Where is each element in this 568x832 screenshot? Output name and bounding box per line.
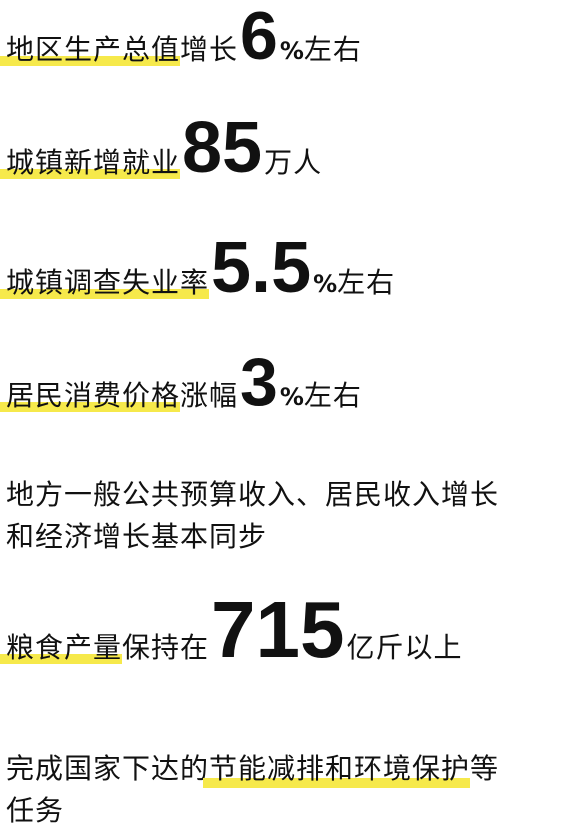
- target-cpi: 居民消费价格 涨幅 3 % 左右: [0, 344, 568, 420]
- employment-label-highlight: 城镇新增就业: [0, 141, 181, 181]
- energy-text-post: 等: [470, 752, 500, 785]
- target-grain: 粮食产量 保持在 715 亿斤以上: [0, 585, 568, 674]
- target-unemployment: 城镇调查失业率 5.5 % 左右: [0, 228, 568, 308]
- cpi-value: 3: [240, 344, 278, 420]
- gdp-label-rest: 增长: [180, 33, 239, 66]
- target-gdp: 地区生产总值 增长 6 % 左右: [0, 0, 568, 74]
- employment-value: 85: [182, 108, 263, 188]
- energy-text-highlight: 节能减排和环境保护: [203, 748, 471, 790]
- cpi-suffix: 左右: [303, 379, 362, 412]
- income-line-2: 和经济增长基本同步: [6, 520, 268, 553]
- cpi-label-highlight: 居民消费价格: [0, 374, 181, 414]
- unemployment-suffix: 左右: [337, 266, 396, 299]
- target-employment: 城镇新增就业 85 万人: [0, 108, 568, 188]
- energy-line-2: 任务: [6, 794, 65, 827]
- income-line-1: 地方一般公共预算收入、居民收入增长: [6, 478, 500, 511]
- unemployment-value: 5.5: [211, 228, 312, 308]
- gdp-label-highlight: 地区生产总值: [0, 28, 181, 68]
- energy-text-pre: 完成国家下达的: [6, 752, 210, 785]
- cpi-label-rest: 涨幅: [180, 379, 239, 412]
- unemployment-unit: %: [313, 270, 338, 298]
- grain-label-rest: 保持在: [122, 631, 210, 664]
- gdp-suffix: 左右: [303, 33, 362, 66]
- target-income: 地方一般公共预算收入、居民收入增长 和经济增长基本同步: [6, 474, 568, 558]
- grain-label-highlight: 粮食产量: [0, 626, 123, 666]
- employment-suffix: 万人: [264, 146, 323, 179]
- unemployment-label-highlight: 城镇调查失业率: [0, 261, 210, 301]
- grain-value: 715: [211, 585, 345, 674]
- gdp-unit: %: [279, 37, 304, 65]
- target-energy: 完成国家下达的 节能减排和环境保护 等 任务: [6, 748, 568, 832]
- grain-suffix: 亿斤以上: [346, 631, 463, 664]
- gdp-value: 6: [240, 0, 278, 74]
- cpi-unit: %: [279, 383, 304, 411]
